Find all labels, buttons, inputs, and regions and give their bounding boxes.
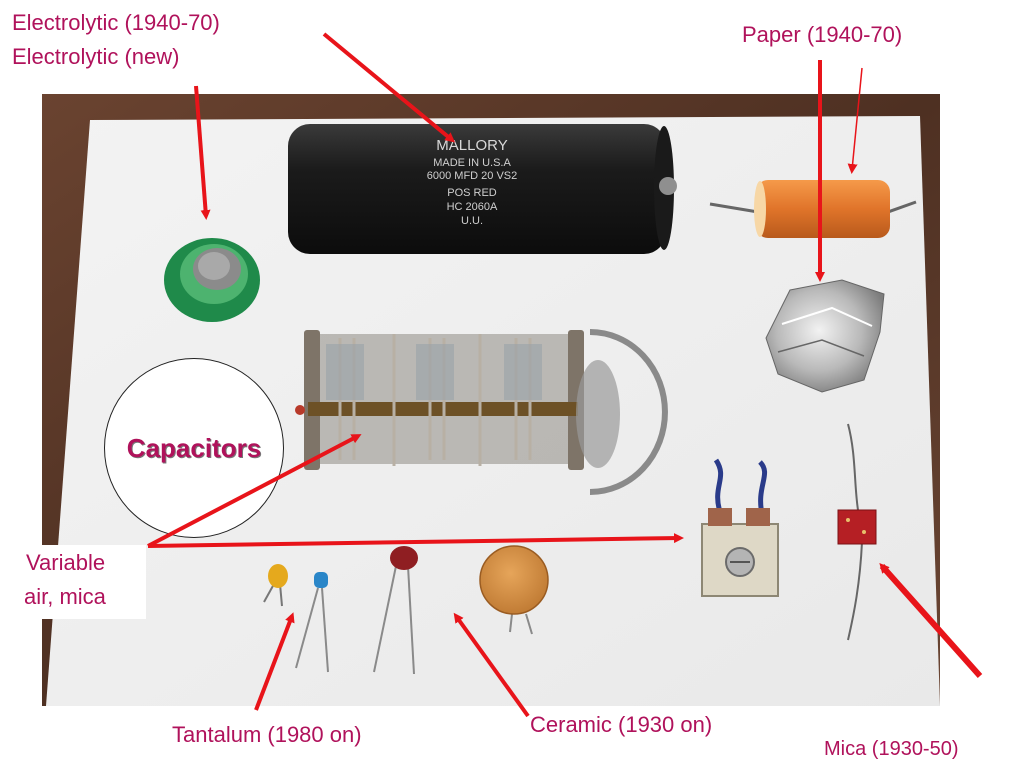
label-ceramic: Ceramic (1930 on) xyxy=(530,712,713,737)
label-paper: Paper (1940-70) xyxy=(742,22,903,47)
label-electrolytic-new: Electrolytic (new) xyxy=(12,44,180,69)
electrolytic-can-capacitor: MALLORY MADE IN U.S.A 6000 MFD 20 VS2 PO… xyxy=(288,124,677,254)
mica-trimmer-capacitor xyxy=(701,458,779,597)
foil-paper-capacitor xyxy=(765,279,885,393)
title-circle: Capacitors xyxy=(104,358,284,538)
can-line2: 6000 MFD 20 VS2 xyxy=(427,170,518,182)
paper-capacitor xyxy=(709,180,917,238)
coin-electrolytic-capacitor xyxy=(164,238,260,322)
can-line5: U.U. xyxy=(461,215,483,227)
title-capacitors: Capacitors xyxy=(126,432,262,463)
can-line1: MADE IN U.S.A xyxy=(433,157,511,169)
label-tantalum: Tantalum (1980 on) xyxy=(172,722,362,747)
label-electrolytic-old: Electrolytic (1940-70) xyxy=(12,10,220,35)
label-variable-line1: Variable xyxy=(26,550,106,575)
mica-capacitor xyxy=(837,423,877,641)
variable-label-box: Variable air, mica xyxy=(14,545,146,619)
capacitor-photo: MALLORY MADE IN U.S.A 6000 MFD 20 VS2 PO… xyxy=(42,94,940,706)
label-mica: Mica (1930-50) xyxy=(824,738,959,760)
label-variable-line2: air, mica xyxy=(24,584,106,609)
can-brand: MALLORY xyxy=(436,137,507,154)
tantalum-capacitors xyxy=(263,564,329,673)
ceramic-disc-small xyxy=(373,546,418,675)
can-line4: HC 2060A xyxy=(447,201,498,213)
can-line3: POS RED xyxy=(447,187,497,199)
